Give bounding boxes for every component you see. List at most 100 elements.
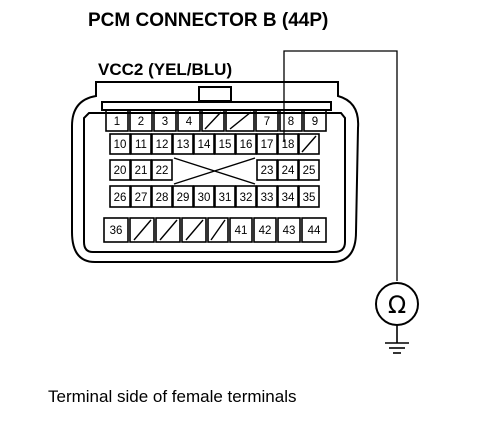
probe-lead-wire [283,50,398,281]
terminal-number: 35 [303,192,316,204]
terminal-cell [255,109,279,132]
terminal-number: 42 [259,225,272,237]
terminal-cell [172,185,194,208]
terminal-number: 2 [138,116,144,128]
terminal-cell [130,133,152,155]
terminal-row-5 [103,217,327,243]
terminal-number: 34 [282,192,295,204]
ground-icon [385,325,409,354]
terminal-cell [298,133,320,155]
terminal-cell [105,109,129,132]
terminal-cell [214,133,236,155]
terminal-cell [109,159,131,181]
terminal-number: 16 [240,139,253,151]
terminal-cell [277,133,299,155]
terminal-number: 10 [114,139,127,151]
terminal-cell [298,185,320,208]
terminal-cell [279,109,303,132]
terminal-cell [193,185,215,208]
terminal-number: 13 [177,139,190,151]
terminal-number: 17 [261,139,274,151]
terminal-row-1-labels: 1 2 3 4 7 8 9 [114,116,318,128]
connector-title: PCM CONNECTOR B (44P) [88,10,328,31]
terminal-number: 44 [308,225,321,237]
terminal-row-3-labels: 20 21 22 23 24 25 [114,165,316,177]
blocked-cavity-cross [173,157,256,185]
terminal-cell [256,185,278,208]
terminal-number: 31 [219,192,232,204]
terminal-row-2-labels: 10 11 12 13 14 15 16 17 18 [114,139,295,151]
terminal-row-4 [109,185,320,208]
terminal-cell [225,109,255,132]
terminal-number: 29 [177,192,190,204]
terminal-cell [109,185,131,208]
terminal-cell [256,133,278,155]
terminal-number: 23 [261,165,274,177]
terminal-cell [253,217,277,243]
terminal-number: 21 [135,165,148,177]
terminal-number: 25 [303,165,316,177]
unused-cavity-marks-row-1 [204,111,252,130]
terminal-cell [256,159,278,181]
terminal-number: 32 [240,192,253,204]
terminal-number: 15 [219,139,232,151]
terminal-number: 30 [198,192,211,204]
terminal-number: 8 [288,116,294,128]
terminal-row-3 [109,159,320,181]
terminal-row-1 [105,109,327,132]
terminal-number: 11 [135,139,147,151]
ohm-symbol: Ω [388,291,406,319]
terminal-number: 43 [283,225,296,237]
terminal-number: 27 [135,192,148,204]
terminal-cell [235,185,257,208]
terminal-cell [277,185,299,208]
terminal-cell [172,133,194,155]
terminal-row-5-labels: 36 41 42 43 44 [110,225,321,237]
terminal-row-4-labels: 26 27 28 29 30 31 32 33 34 35 [114,192,316,204]
terminal-cell [151,159,173,181]
terminal-number: 24 [282,165,295,177]
terminal-cell [277,159,299,181]
terminal-number: 41 [235,225,248,237]
ohmmeter-icon: Ω [375,282,419,326]
terminal-cell [298,159,320,181]
terminal-number: 1 [114,116,120,128]
terminal-cell [151,185,173,208]
terminal-cell [229,217,253,243]
terminal-cell [277,217,301,243]
terminal-number: 28 [156,192,169,204]
terminal-cell [130,159,152,181]
terminal-number: 7 [264,116,270,128]
terminal-cell [214,185,236,208]
terminal-number: 4 [186,116,193,128]
unused-cavity-marks-row-5 [133,219,226,241]
terminal-cell [151,133,173,155]
terminal-cell [177,109,201,132]
terminal-number: 20 [114,165,127,177]
wire-label: VCC2 (YEL/BLU) [98,60,232,79]
terminal-cell [207,217,229,243]
terminal-cell [155,217,181,243]
terminal-cell [153,109,177,132]
terminal-number: 3 [162,116,168,128]
terminal-cell [235,133,257,155]
diagram-caption: Terminal side of female terminals [48,387,296,406]
terminal-cell [129,217,155,243]
terminal-number: 12 [156,139,169,151]
terminal-number: 22 [156,165,169,177]
terminal-number: 36 [110,225,123,237]
terminal-cell [103,217,129,243]
terminal-number: 18 [282,139,295,151]
terminal-cell [129,109,153,132]
terminal-cell [130,185,152,208]
terminal-number: 33 [261,192,274,204]
terminal-cell [303,109,327,132]
terminal-cell [181,217,207,243]
terminal-number: 26 [114,192,127,204]
unused-cavity-mark [301,135,317,153]
terminal-cell [109,133,131,155]
terminal-cell [201,109,225,132]
terminal-number: 9 [312,116,318,128]
terminal-cell [301,217,327,243]
connector-housing [71,81,360,263]
